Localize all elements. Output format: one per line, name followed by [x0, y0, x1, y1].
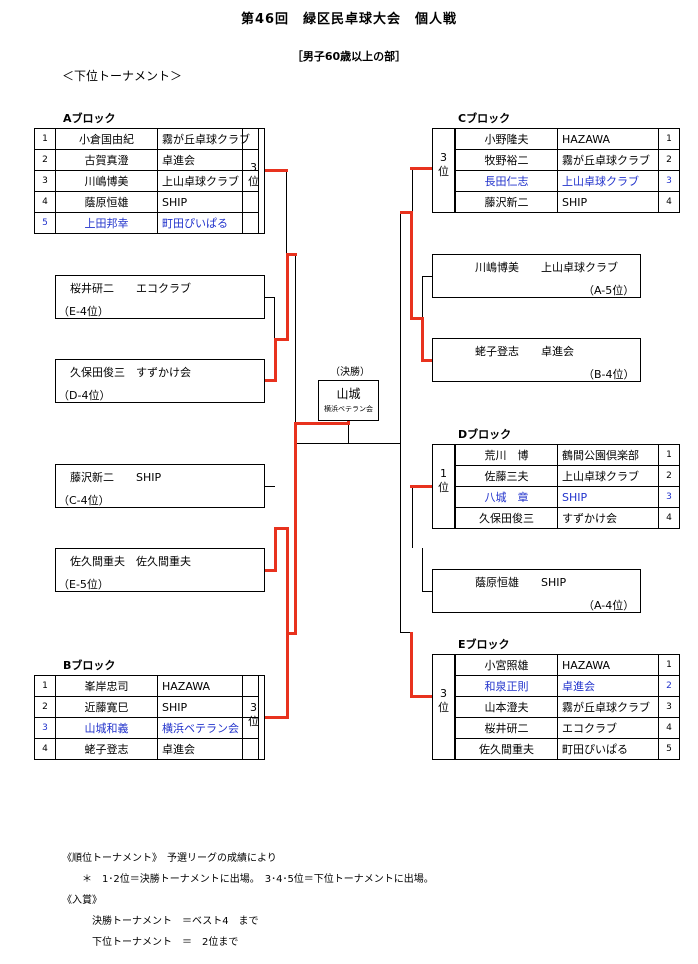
winner-line [294, 422, 297, 635]
winner-line [410, 632, 413, 698]
winner-line [421, 317, 424, 361]
note-line: ＊ 1･2位＝決勝トーナメントに出場。 3･4･5位＝下位トーナメントに出場。 [62, 874, 434, 885]
winner-line [265, 379, 277, 382]
entry-sakuma: 佐久間重夫 佐久間重夫 （E-5位） [55, 548, 265, 592]
note-line: 《入賞》 [62, 895, 102, 906]
entry-fujisawa: 藤沢新二 SHIP （C-4位） [55, 464, 265, 508]
final-club: 横浜ベテラン会 [324, 405, 373, 413]
category-subtitle: ［男子60歳以上の部］ [291, 50, 407, 63]
winner-line [265, 169, 288, 172]
bracket-line [348, 421, 349, 443]
bracket-line [295, 443, 400, 444]
tournament-label: ＜下位トーナメント＞ [62, 69, 183, 83]
winner-line [274, 527, 277, 572]
winner-line [410, 317, 424, 320]
note-line: 《順位トーナメント》 予選リーグの成績により [62, 853, 277, 864]
winner-line [347, 421, 350, 425]
winner-line [286, 632, 297, 635]
entry-kagehara: 蔭原恒雄 SHIP （A-4位） [432, 569, 641, 613]
bracket-line [295, 254, 296, 444]
entry-ebiko: 蛯子登志 卓進会 （B-4位） [432, 338, 641, 382]
winner-line [286, 253, 289, 341]
bracket-line [400, 212, 401, 443]
winner-line [410, 167, 432, 170]
bracket-line [422, 591, 432, 592]
winner-line [265, 569, 277, 572]
bracket-line [422, 276, 432, 277]
final-winner: 山城 [336, 387, 361, 401]
winner-line [265, 716, 288, 719]
winner-line [274, 338, 277, 382]
block-d-label: Dブロック [458, 428, 512, 441]
note-line: 決勝トーナメント ＝ベスト4 まで [62, 916, 259, 927]
bracket-line [265, 486, 275, 487]
winner-line [286, 632, 289, 719]
entry-sakurai: 桜井研二 エコクラブ （E-4位） [55, 275, 265, 319]
block-b-label: Bブロック [63, 659, 116, 672]
bracket-line [400, 443, 401, 632]
block-c-label: Cブロック [458, 112, 511, 125]
page-title: 第46回 緑区民卓球大会 個人戦 [240, 12, 458, 27]
block-a-label: Aブロック [63, 112, 116, 125]
winner-line [410, 211, 413, 319]
winner-line [274, 527, 288, 530]
winner-line [410, 695, 432, 698]
bracket-line [412, 170, 413, 212]
bracket-line [265, 297, 275, 298]
final-label: （決勝） [330, 367, 370, 378]
note-line: 下位トーナメント ＝ 2位まで [62, 937, 239, 948]
bracket-line [422, 548, 423, 591]
bracket-line [412, 486, 413, 548]
bracket-line [400, 632, 412, 633]
notes: 《順位トーナメント》 予選リーグの成績により ＊ 1･2位＝決勝トーナメントに出… [62, 848, 434, 953]
winner-line [286, 527, 289, 633]
winner-line [421, 359, 432, 362]
entry-kawashima: 川嶋博美 上山卓球クラブ （A-5位） [432, 254, 641, 298]
block-e-label: Eブロック [458, 638, 510, 651]
winner-line [400, 211, 413, 214]
winner-line [410, 485, 432, 488]
winner-line [294, 422, 350, 425]
final-box: 山城 横浜ベテラン会 [318, 380, 379, 421]
entry-kubota: 久保田俊三 すずかけ会 （D-4位） [55, 359, 265, 403]
winner-line [286, 253, 297, 256]
winner-line [274, 338, 288, 341]
bracket-line [286, 170, 287, 255]
